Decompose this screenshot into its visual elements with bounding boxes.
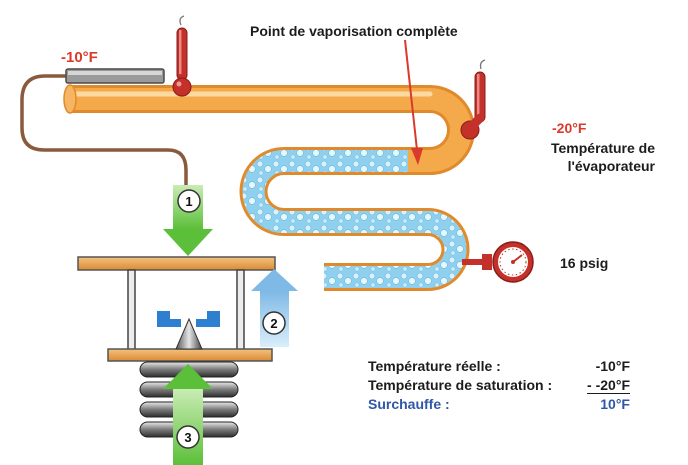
minus-sign: - [587,377,592,393]
vaporization-point-label: Point de vaporisation complète [250,23,458,39]
thermometer-icon [172,15,192,97]
evaporator-tube [70,85,475,291]
evaporator-temperature-label-1: Température de [551,140,655,156]
marker-3: 3 [176,425,200,449]
actual-temperature-value: -10°F [595,358,630,374]
saturation-value: -20°F [595,377,630,393]
entry-temperature-label: -10°F [61,49,98,66]
needle-valve [175,317,203,350]
svg-text:1: 1 [185,194,192,209]
saturation-temperature-label: Température de saturation : [368,377,553,393]
top-plate [77,256,276,271]
evaporator-temperature-label-2: l'évaporateur [567,158,655,174]
svg-text:3: 3 [184,430,191,445]
pressure-reading-label: 16 psig [560,255,609,271]
bottom-plate [107,348,273,362]
evaporator-temperature-value: -20°F [552,120,587,136]
marker-1: 1 [177,189,201,213]
actual-temperature-row: Température réelle : -10°F [368,358,630,376]
superheat-row: Surchauffe : 10°F [368,396,630,414]
marker-2: 2 [262,311,286,335]
vaporization-pointer [404,39,418,151]
svg-text:2: 2 [270,316,277,331]
actual-temperature-label: Température réelle : [368,358,501,374]
thermometer-icon [460,59,486,140]
capillary-tube [20,74,188,188]
arrow-2-evaporator-pressure [251,269,298,347]
saturation-temperature-value: - -20°F [587,377,630,394]
pressure-gauge-icon [462,241,534,283]
liquid-refrigerant [242,150,467,288]
superheat-label: Surchauffe : [368,396,450,412]
saturation-temperature-row: Température de saturation : - -20°F [368,377,630,395]
superheat-value: 10°F [600,396,630,412]
